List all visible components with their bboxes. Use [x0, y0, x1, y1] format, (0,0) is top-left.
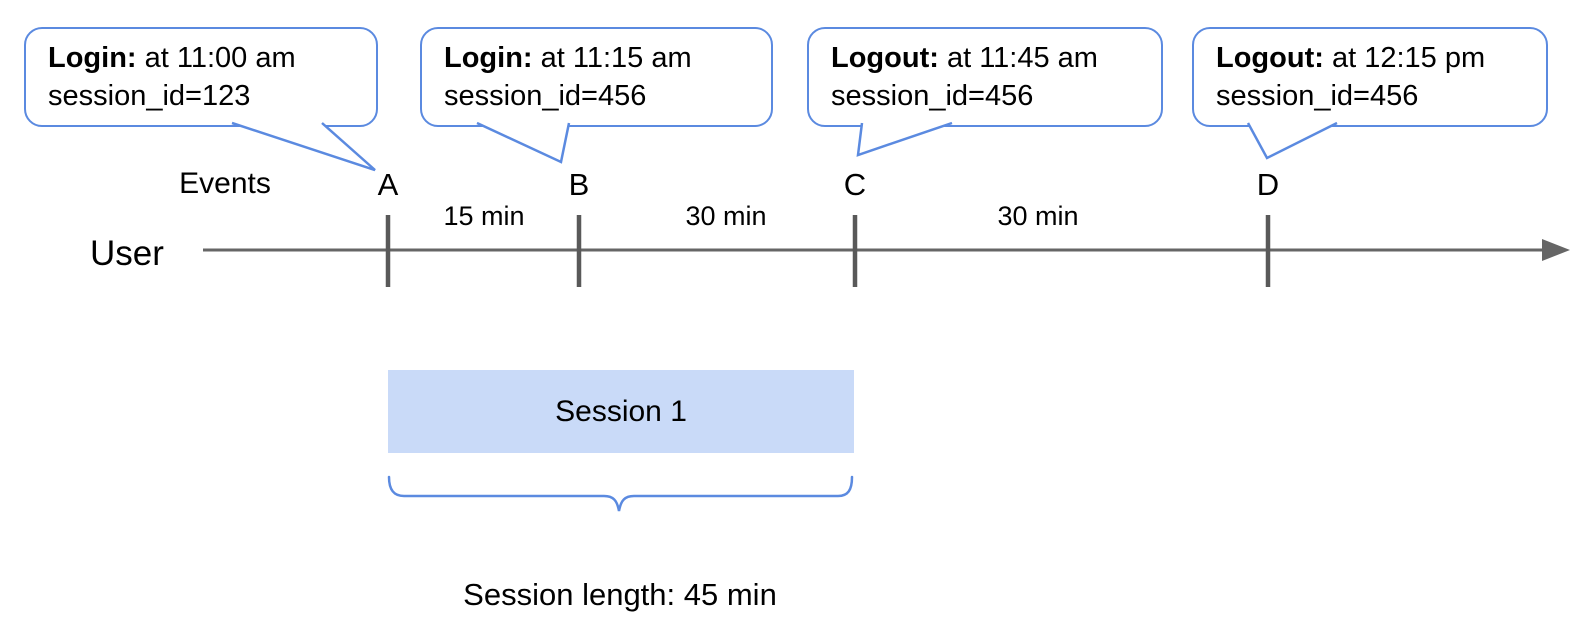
session-box-label: Session 1: [555, 394, 687, 428]
interval-label-cd: 30 min: [997, 201, 1079, 231]
event-label-b: B: [568, 167, 590, 202]
session-id-label: session_id=123: [48, 80, 251, 112]
event-time-label: at 12:15 pm: [1323, 42, 1486, 74]
axis-user-label: User: [90, 234, 164, 273]
event-time-label: at 11:45 am: [938, 42, 1098, 74]
event-label-a: A: [377, 167, 399, 202]
event-type-label: Logout:: [831, 42, 939, 74]
session-length-label: Session length: 45 min: [463, 577, 777, 612]
event-label-d: D: [1256, 167, 1280, 202]
callout-tail-a-icon: [231, 121, 376, 172]
event-label-c: C: [843, 167, 867, 202]
callout-login-a: Login: at 11:00 am session_id=123: [24, 27, 378, 127]
interval-label-ab: 15 min: [443, 201, 525, 231]
event-type-label: Login:: [48, 42, 137, 74]
session-length-brace-icon: [387, 475, 854, 512]
callout-login-b: Login: at 11:15 am session_id=456: [420, 27, 773, 127]
event-time-label: at 11:15 am: [532, 42, 692, 74]
callout-logout-c: Logout: at 11:45 am session_id=456: [807, 27, 1163, 127]
events-row-label: Events: [179, 167, 271, 200]
session-id-label: session_id=456: [444, 80, 647, 112]
callout-tail-b-icon: [476, 121, 571, 164]
session-id-label: session_id=456: [831, 80, 1034, 112]
event-type-label: Login:: [444, 42, 533, 74]
callout-tail-c-icon: [856, 121, 953, 157]
callout-tail-d-icon: [1246, 121, 1338, 160]
event-type-label: Logout:: [1216, 42, 1324, 74]
session-id-label: session_id=456: [1216, 80, 1419, 112]
arrowhead-icon: [1542, 239, 1570, 261]
interval-label-bc: 30 min: [685, 201, 767, 231]
callout-logout-d: Logout: at 12:15 pm session_id=456: [1192, 27, 1548, 127]
event-time-label: at 11:00 am: [136, 42, 296, 74]
session-span-box: Session 1: [388, 370, 854, 453]
